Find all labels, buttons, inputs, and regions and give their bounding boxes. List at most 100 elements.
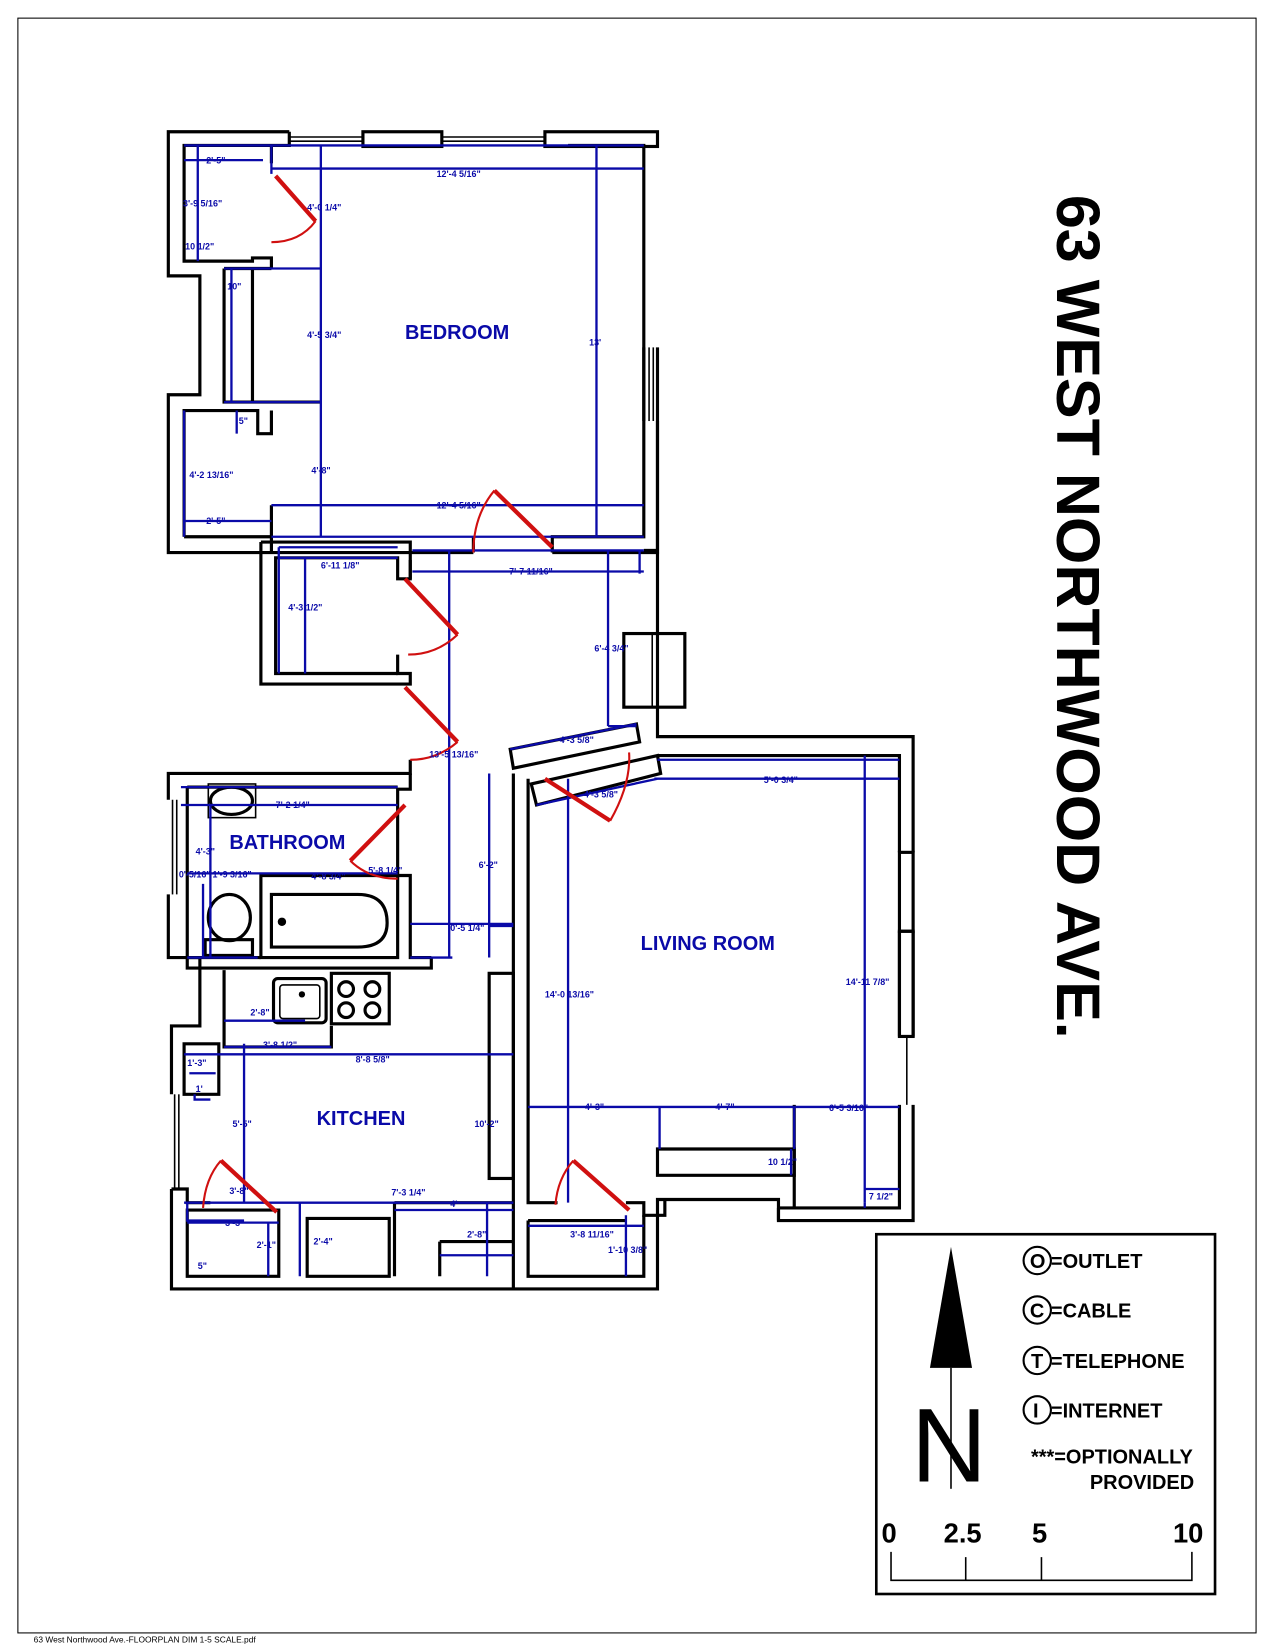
svg-text:5: 5 bbox=[1032, 1517, 1047, 1548]
svg-text:2.5: 2.5 bbox=[944, 1517, 982, 1548]
dimension-label: 10 1/2" bbox=[185, 242, 214, 252]
dimension-label: 0'-5 1/4" bbox=[450, 923, 484, 933]
dimension-label: 2'-8" bbox=[250, 1007, 269, 1017]
legend-item-outlet: O =OUTLET bbox=[1022, 1245, 1143, 1276]
svg-text:T: T bbox=[1031, 1351, 1043, 1373]
door-living-room bbox=[543, 752, 631, 823]
dimension-label: 10 1/2" bbox=[768, 1157, 797, 1167]
door-hall-closet bbox=[403, 577, 460, 656]
dimension-labels: 2'-5" 3'-9 5/16" 10 1/2" 12'-4 5/16" 4'-0 1/… bbox=[179, 155, 893, 1271]
door-bedroom-closet bbox=[271, 174, 318, 244]
dimension-label: 3'-3" bbox=[225, 1218, 244, 1228]
kitchen-sink bbox=[271, 977, 328, 1025]
bathtub bbox=[269, 892, 389, 949]
dimension-label: 4'-5 3/4" bbox=[307, 330, 341, 340]
dimension-label: 3'-9 5/16" bbox=[183, 198, 222, 208]
dimension-label: 2'-5" bbox=[206, 516, 225, 526]
svg-text:C: C bbox=[1030, 1300, 1044, 1322]
dimension-label: 14'-0 13/16" bbox=[545, 990, 594, 1000]
footer-filename: 63 West Northwood Ave.-FLOORPLAN DIM 1-5… bbox=[34, 1634, 257, 1644]
dimension-label: 2'-4" bbox=[313, 1237, 332, 1247]
dimension-label: 5" bbox=[239, 416, 248, 426]
dimension-label: 10'-2" bbox=[474, 1119, 498, 1129]
north-arrow-icon: N bbox=[911, 1246, 987, 1504]
dimension-label: 6'-2" bbox=[479, 860, 498, 870]
door-hall bbox=[403, 685, 460, 761]
address-title: 63 WEST NORTHWOOD AVE. bbox=[1044, 195, 1112, 1039]
stove bbox=[329, 971, 391, 1026]
dimension-label: 8'-8 5/8" bbox=[356, 1055, 390, 1065]
doors bbox=[201, 174, 631, 1214]
dimension-label: 1' bbox=[196, 1084, 203, 1094]
legend: N O =OUTLET C =CABLE T =TELEPHONE I =INT… bbox=[874, 1232, 1217, 1596]
dimension-label: 5'-0 3/4" bbox=[764, 775, 798, 785]
dimension-label: 2'-5" bbox=[206, 155, 225, 165]
dimension-label: 4'-3 5/8" bbox=[584, 790, 618, 800]
svg-text:=OUTLET: =OUTLET bbox=[1051, 1251, 1143, 1273]
room-label-living-room: LIVING ROOM bbox=[641, 933, 775, 955]
dimension-label: 3'-8 11/16" bbox=[570, 1229, 614, 1239]
dimension-label: 4'-3" bbox=[585, 1102, 604, 1112]
dimension-label: 1'-3" bbox=[187, 1058, 206, 1068]
svg-text:=CABLE: =CABLE bbox=[1051, 1300, 1131, 1322]
dimension-label: 4'-0 1/4" bbox=[307, 203, 341, 213]
legend-item-internet: I =INTERNET bbox=[1022, 1395, 1163, 1425]
walls bbox=[166, 130, 915, 1291]
dimension-label: 5" bbox=[198, 1261, 207, 1271]
dimension-label: 13' bbox=[589, 337, 601, 347]
legend-note: ***=OPTIONALLY bbox=[1031, 1447, 1193, 1469]
dimension-label: 7'-7 11/16" bbox=[509, 567, 553, 577]
dimension-label: 3'-8" bbox=[229, 1186, 248, 1196]
dimension-label: 4'-3 5/8" bbox=[560, 735, 594, 745]
dimension-label: 13'-5 13/16" bbox=[429, 750, 478, 760]
dimension-label: 14'-11 7/8" bbox=[846, 977, 890, 987]
scale-bar: 0 2.5 5 10 bbox=[882, 1517, 1203, 1582]
room-label-bathroom: BATHROOM bbox=[229, 832, 345, 854]
dimension-label: 5'-8 1/4" bbox=[368, 865, 402, 875]
svg-text:10: 10 bbox=[1173, 1517, 1203, 1548]
dimension-label: 6'-5 3/16" bbox=[829, 1103, 868, 1113]
dimension-label: 12'-4 5/16" bbox=[437, 169, 481, 179]
dimension-label: 4' bbox=[450, 1199, 457, 1209]
dimension-label: 6'-4 3/4" bbox=[594, 643, 628, 653]
door-living-closet bbox=[554, 1159, 631, 1212]
dimension-label: 7'-2 1/4" bbox=[276, 800, 310, 810]
dimension-label: 10" bbox=[227, 282, 241, 292]
north-letter: N bbox=[911, 1387, 987, 1504]
dimension-label: 12'-4 5/16" bbox=[437, 500, 481, 510]
dimension-label: 1'-9 3/16" bbox=[213, 870, 252, 880]
dimension-label: 6'-11 1/8" bbox=[321, 560, 360, 570]
dimension-label: 7 1/2" bbox=[869, 1192, 893, 1202]
room-label-kitchen: KITCHEN bbox=[317, 1108, 406, 1130]
dimension-lines bbox=[180, 144, 900, 1277]
fixtures bbox=[203, 783, 391, 1026]
dimension-label: 4'-3 1/2" bbox=[288, 602, 322, 612]
dimension-label: 4'-8 3/4" bbox=[311, 872, 345, 882]
dimension-label: 4'-3" bbox=[196, 846, 215, 856]
toilet bbox=[203, 892, 255, 958]
svg-text:0: 0 bbox=[882, 1517, 897, 1548]
dimension-label: 2'-1" bbox=[257, 1240, 276, 1250]
svg-text:O: O bbox=[1030, 1251, 1046, 1273]
legend-note-2: PROVIDED bbox=[1090, 1472, 1194, 1494]
svg-text:=INTERNET: =INTERNET bbox=[1051, 1400, 1163, 1422]
dimension-label: 5'-5" bbox=[232, 1119, 251, 1129]
sheet-border bbox=[17, 17, 1257, 1634]
dimension-label: 0'-5/16" bbox=[179, 870, 211, 880]
door-bathroom bbox=[348, 803, 407, 880]
svg-text:I: I bbox=[1033, 1400, 1039, 1422]
door-bedroom bbox=[472, 488, 554, 553]
bathroom-sink bbox=[207, 783, 257, 819]
dimension-label: 7'-3 1/4" bbox=[391, 1187, 425, 1197]
legend-item-telephone: T =TELEPHONE bbox=[1022, 1345, 1185, 1376]
svg-text:=TELEPHONE: =TELEPHONE bbox=[1051, 1351, 1185, 1373]
dimension-label: 4'-7" bbox=[715, 1102, 734, 1112]
dimension-label: 4'-8" bbox=[311, 466, 330, 476]
dimension-label: 1'-10 3/8" bbox=[608, 1245, 647, 1255]
dimension-label: 4'-2 13/16" bbox=[189, 470, 233, 480]
legend-item-cable: C =CABLE bbox=[1022, 1295, 1131, 1325]
room-label-bedroom: BEDROOM bbox=[405, 322, 509, 344]
door-kitchen-closet bbox=[201, 1159, 279, 1214]
dimension-label: 2'-8" bbox=[467, 1229, 486, 1239]
